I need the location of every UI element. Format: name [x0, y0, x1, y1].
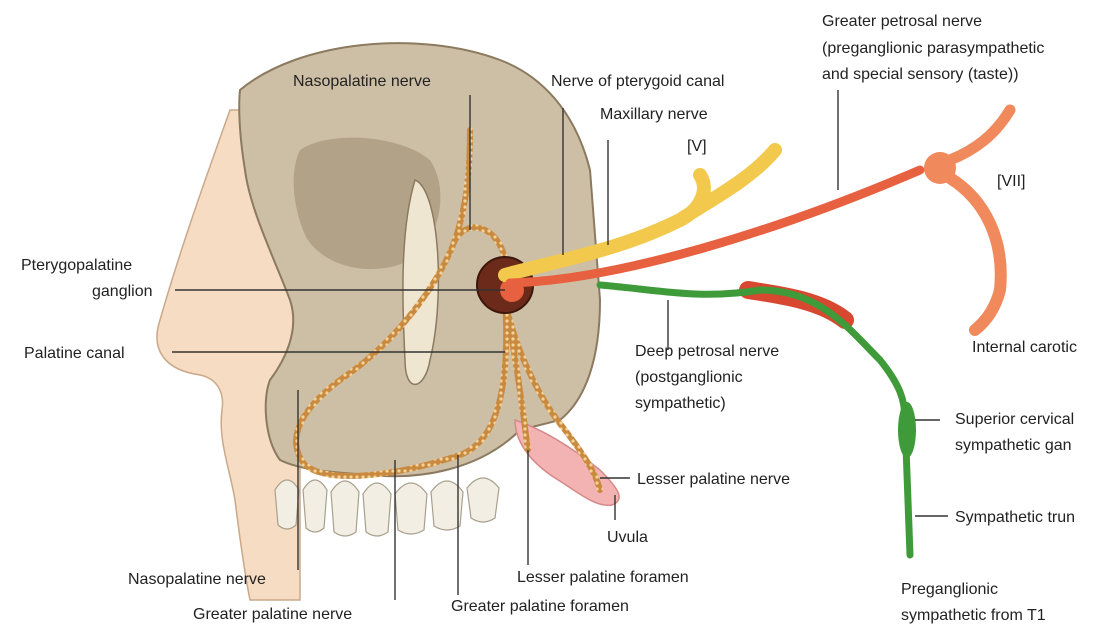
label-internal-carotid: Internal carotic — [972, 339, 1077, 356]
label-lesser-palatine-nerve: Lesser palatine nerve — [637, 471, 790, 488]
label-greater-petrosal-3: and special sensory (taste)) — [822, 66, 1019, 83]
label-sympathetic-trunk: Sympathetic trun — [955, 509, 1075, 526]
label-deep-petrosal-3: sympathetic) — [635, 395, 726, 412]
label-superior-cervical-2: sympathetic gan — [955, 437, 1072, 454]
label-deep-petrosal-1: Deep petrosal nerve — [635, 343, 779, 360]
label-greater-petrosal-1: Greater petrosal nerve — [822, 13, 982, 30]
label-greater-palatine-foramen: Greater palatine foramen — [451, 598, 629, 615]
label-greater-palatine-nerve: Greater palatine nerve — [193, 606, 352, 623]
label-facial-roman: [VII] — [997, 173, 1025, 190]
label-nerve-pterygoid-canal: Nerve of pterygoid canal — [551, 73, 724, 90]
sympathetic-illustration — [600, 285, 916, 555]
label-uvula: Uvula — [607, 529, 648, 546]
label-deep-petrosal-2: (postganglionic — [635, 369, 743, 386]
label-lesser-palatine-foramen: Lesser palatine foramen — [517, 569, 689, 586]
label-greater-petrosal-2: (preganglionic parasympathetic — [822, 40, 1044, 57]
label-preganglionic-2: sympathetic from T1 — [901, 607, 1046, 624]
label-superior-cervical-1: Superior cervical — [955, 411, 1074, 428]
label-preganglionic-1: Preganglionic — [901, 581, 998, 598]
label-maxillary-nerve: Maxillary nerve — [600, 106, 708, 123]
label-pterygopalatine-1: Pterygopalatine — [21, 257, 132, 274]
label-nasopalatine-bottom: Nasopalatine nerve — [128, 571, 266, 588]
facial-nerve-illustration — [924, 110, 1010, 330]
label-maxillary-roman: [V] — [687, 138, 707, 155]
label-nasopalatine-top: Nasopalatine nerve — [293, 73, 431, 90]
label-palatine-canal: Palatine canal — [24, 345, 125, 362]
label-pterygopalatine-2: ganglion — [92, 283, 153, 300]
